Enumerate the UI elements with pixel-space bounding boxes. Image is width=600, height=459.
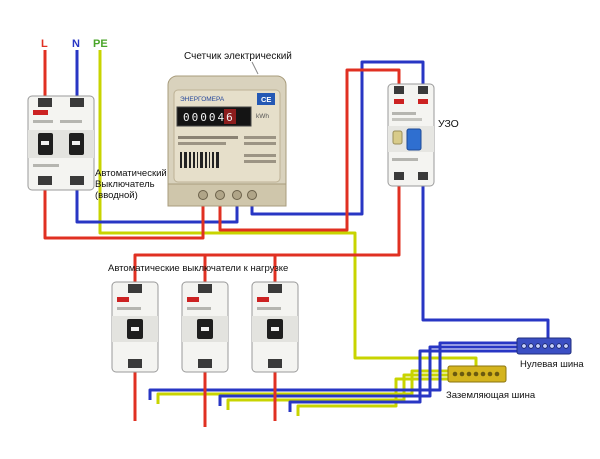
rcd-terminal-br	[418, 172, 428, 180]
ground-bus	[447, 365, 507, 383]
pe-load3-wire	[296, 377, 448, 416]
neutral-bus-label: Нулевая шина	[520, 359, 584, 370]
load-breaker-2	[181, 281, 229, 373]
n-rcd-to-bus-wire	[421, 184, 550, 338]
meter-logo-box	[257, 93, 275, 105]
l-meter-to-rcd-wire	[218, 68, 401, 232]
meter-display-red-cell	[224, 109, 236, 124]
meter-terminal-4	[247, 190, 257, 200]
meter-barcode	[180, 152, 219, 168]
load-breaker-1-terminal-top	[128, 284, 142, 293]
meter-logo-text: СЕ	[261, 95, 271, 104]
rcd-toggle-lever	[406, 128, 422, 151]
load-breakers-label: Автоматические выключатели к нагрузке	[108, 263, 288, 274]
input-breaker-label-3: (вводной)	[95, 190, 138, 201]
electric-meter: ЭНЕРГОМЕРА СЕ 000046 kWh	[167, 75, 287, 207]
label-l: L	[41, 38, 48, 50]
pe-main-wire	[98, 50, 478, 366]
meter-title: Счетчик электрический	[184, 51, 292, 62]
rcd-label: УЗО	[438, 118, 459, 130]
load-breaker-1	[111, 281, 159, 373]
n-bus-load1-wire	[148, 341, 517, 400]
load-breaker-2-terminal-top	[198, 284, 212, 293]
n-bus-load2-wire	[218, 345, 517, 406]
label-n: N	[72, 38, 80, 50]
neutral-wires	[75, 50, 550, 412]
l-rcd-to-breakers-wire	[133, 184, 401, 284]
rcd-terminal-tl	[394, 86, 404, 94]
label-pe: PE	[93, 38, 108, 50]
ground-bus-label: Заземляющая шина	[446, 390, 536, 401]
input-breaker-label: Автоматический Выключатель (вводной)	[95, 168, 167, 201]
input-breaker-label-1: Автоматический	[95, 168, 167, 179]
input-breaker-terminal-bl	[38, 176, 52, 185]
meter-terminal-cover	[167, 183, 287, 207]
brand-mark	[33, 110, 48, 115]
load-breaker-1-terminal-bottom	[128, 359, 142, 368]
rcd-terminal-bl	[394, 172, 404, 180]
l-breaker-to-meter-wire	[43, 188, 205, 240]
n-breaker-to-meter-wire	[75, 188, 239, 224]
load-breaker-2-terminal-bottom	[198, 359, 212, 368]
meter-terminal-1	[198, 190, 208, 200]
rcd-test-button	[392, 130, 403, 145]
meter-display-digits: 000046	[183, 111, 235, 124]
meter-terminal-2	[215, 190, 225, 200]
input-breaker-terminal-br	[70, 176, 84, 185]
n-bus-load3-wire	[288, 349, 517, 412]
input-breaker-terminal-tl	[38, 98, 52, 107]
input-breaker-terminal-tr	[70, 98, 84, 107]
rcd-device	[387, 83, 435, 187]
rcd-terminal-tr	[418, 86, 428, 94]
neutral-bus	[516, 337, 572, 355]
load-breaker-3-terminal-bottom	[268, 359, 282, 368]
meter-unit: kWh	[256, 113, 269, 120]
load-breaker-3-terminal-top	[268, 284, 282, 293]
meter-brand: ЭНЕРГОМЕРА	[180, 96, 225, 103]
input-breaker	[27, 95, 95, 191]
meter-terminal-3	[232, 190, 242, 200]
input-breaker-label-2: Выключатель	[95, 179, 155, 190]
pe-load1-wire	[156, 369, 448, 404]
meter-pointer-line	[251, 61, 259, 75]
n-meter-to-rcd-wire	[250, 60, 425, 216]
phase-wires	[43, 50, 401, 427]
load-breaker-3	[251, 281, 299, 373]
